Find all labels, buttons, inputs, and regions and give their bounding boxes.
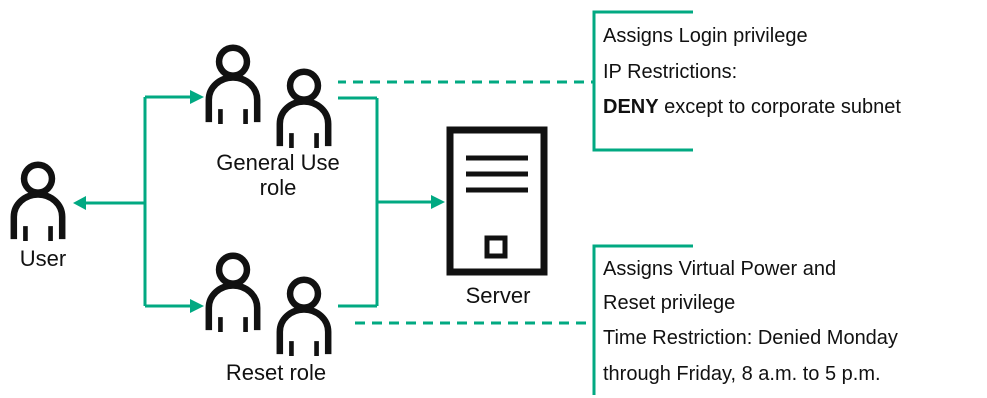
- note-brackets: [592, 10, 693, 395]
- general-role-icon: [209, 48, 338, 150]
- general-role-arrowhead: [190, 90, 204, 104]
- user-label: User: [20, 246, 66, 271]
- server-connector: [330, 96, 445, 308]
- deny-keyword: DENY: [603, 96, 659, 118]
- user-connector: [73, 90, 204, 313]
- server-arrowhead: [431, 195, 445, 209]
- general-note-line1: Assigns Login privilege: [603, 25, 808, 47]
- user-arrowhead: [73, 196, 86, 210]
- reset-note-line2: Reset privilege: [603, 292, 735, 314]
- reset-role-label: Reset role: [226, 360, 326, 385]
- user-icon: [14, 165, 62, 241]
- general-role-note: Assigns Login privilege IP Restrictions:…: [603, 25, 901, 118]
- reset-note-bracket: [592, 244, 693, 395]
- reset-role-icon: [209, 256, 338, 358]
- reset-note-line1: Assigns Virtual Power and: [603, 258, 836, 280]
- general-note-bracket: [592, 10, 693, 152]
- reset-note-line3: Time Restriction: Denied Monday: [603, 327, 898, 349]
- server-label: Server: [466, 283, 531, 308]
- note-connectors: [336, 80, 594, 325]
- general-note-line3: DENY except to corporate subnet: [603, 96, 901, 118]
- reset-note-line4: through Friday, 8 a.m. to 5 p.m.: [603, 363, 881, 385]
- reset-role-note: Assigns Virtual Power and Reset privileg…: [603, 258, 898, 385]
- general-note-line3-rest: except to corporate subnet: [659, 96, 902, 118]
- general-note-line2: IP Restrictions:: [603, 61, 737, 83]
- reset-role-arrowhead: [190, 299, 204, 313]
- general-role-label-line2: role: [260, 175, 297, 200]
- server-icon: [446, 126, 548, 276]
- general-role-label-line1: General Use: [216, 150, 340, 175]
